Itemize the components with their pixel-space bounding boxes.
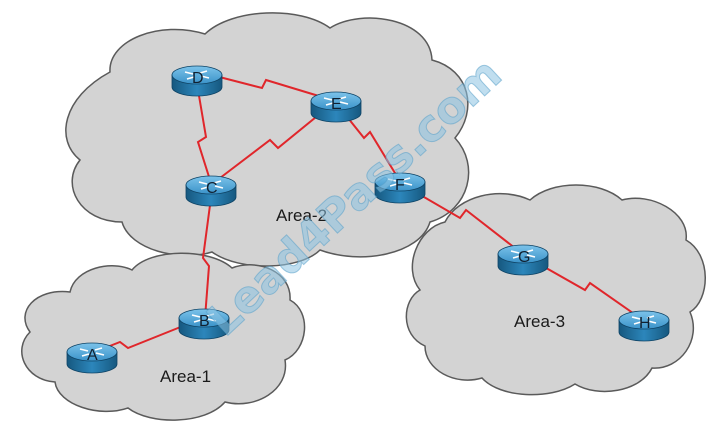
- link-c-d: [195, 77, 211, 181]
- cloud-area-1: [21, 252, 306, 421]
- cloud-area-2: [65, 12, 470, 267]
- router-g-label: G: [518, 249, 530, 266]
- link-c-e: [219, 103, 333, 179]
- router-a-label: A: [87, 347, 98, 364]
- router-a: A: [66, 342, 118, 374]
- router-f: F: [374, 172, 426, 204]
- link-e-f: [339, 107, 399, 179]
- router-g: G: [497, 244, 549, 276]
- router-e-label: E: [331, 96, 342, 113]
- router-f-label: F: [395, 177, 405, 194]
- area-1-label: Area-1: [160, 367, 211, 386]
- router-d-label: D: [192, 70, 204, 87]
- link-b-c: [201, 189, 213, 319]
- router-b: B: [178, 308, 230, 340]
- cloud-area-3: [405, 184, 706, 396]
- link-f-g: [404, 185, 521, 253]
- link-d-e: [199, 71, 333, 101]
- area-3-label: Area-3: [514, 312, 565, 331]
- router-d: D: [171, 65, 223, 97]
- router-c: C: [185, 175, 237, 207]
- router-b-label: B: [199, 313, 210, 330]
- link-g-h: [524, 255, 641, 319]
- router-h: H: [618, 310, 670, 342]
- router-h-label: H: [639, 315, 651, 332]
- area-2-label: Area-2: [276, 206, 327, 225]
- router-e: E: [310, 91, 362, 123]
- router-c-label: C: [206, 180, 218, 197]
